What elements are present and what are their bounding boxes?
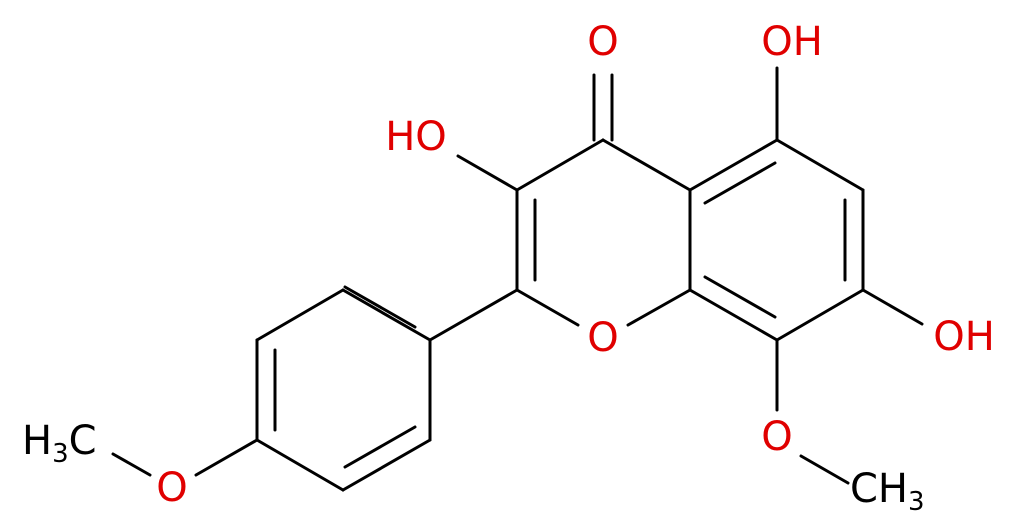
bond-c8-c8a-inner: [703, 275, 777, 319]
bond-c2p-c3p: [255, 288, 345, 342]
bond-c4a-c5-inner: [703, 161, 777, 205]
hydroxyl-3-label: HO: [385, 114, 447, 160]
bond-o-ch3-4p: [111, 452, 152, 477]
bond-c2-o1: [515, 288, 580, 327]
carbonyl-oxygen-label: O: [587, 19, 618, 65]
benzo-ring-bonds: [688, 138, 865, 342]
bond-c4-c4a: [601, 138, 692, 192]
bond-c4p-o: [194, 438, 259, 477]
bond-o-ch3-8: [799, 454, 850, 485]
bond-c5p-c6p-inner: [343, 425, 417, 469]
methoxy-8-ch-text: CH: [850, 466, 908, 512]
bond-c4p-c5p: [255, 438, 345, 492]
hydroxyl-7-label: OH: [933, 314, 995, 360]
bond-c5p-c6p: [341, 438, 432, 492]
substituent-bonds: [111, 66, 924, 485]
bond-c8-c8a: [688, 288, 779, 342]
methoxy-4p-c-text: C: [69, 418, 97, 464]
bond-c1p-c2p-inner: [343, 285, 417, 329]
bond-c4-c3: [515, 138, 605, 192]
methoxy-4p-carbon-label: H3C: [22, 418, 97, 469]
bond-c5-c6: [775, 138, 865, 192]
methoxy-8-oxygen-label: O: [761, 414, 792, 460]
methoxy-8-subscript: 3: [908, 487, 925, 517]
ring-oxygen-label: O: [587, 315, 618, 361]
bond-c7-oh: [861, 288, 924, 326]
bond-c7-c8: [775, 288, 865, 342]
pyranone-ring-bonds: [515, 138, 692, 327]
hydroxyl-5-label: OH: [761, 19, 823, 65]
bond-c2-c1p: [428, 288, 519, 342]
phenyl-ring-bonds: [255, 285, 519, 492]
methoxy-8-carbon-label: CH3: [850, 466, 925, 517]
methoxy-4p-h-text: H: [22, 418, 52, 464]
methoxy-4p-subscript: 3: [52, 439, 69, 469]
methoxy-4p-oxygen-label: O: [156, 465, 187, 511]
bond-c3-oh: [456, 154, 519, 192]
atom-labels: O HO OH OH O O CH3 O H3C: [22, 19, 995, 517]
bond-c4a-c5: [688, 138, 779, 192]
bond-o1-c8a: [626, 288, 692, 327]
bond-c1p-c2p: [341, 288, 432, 342]
